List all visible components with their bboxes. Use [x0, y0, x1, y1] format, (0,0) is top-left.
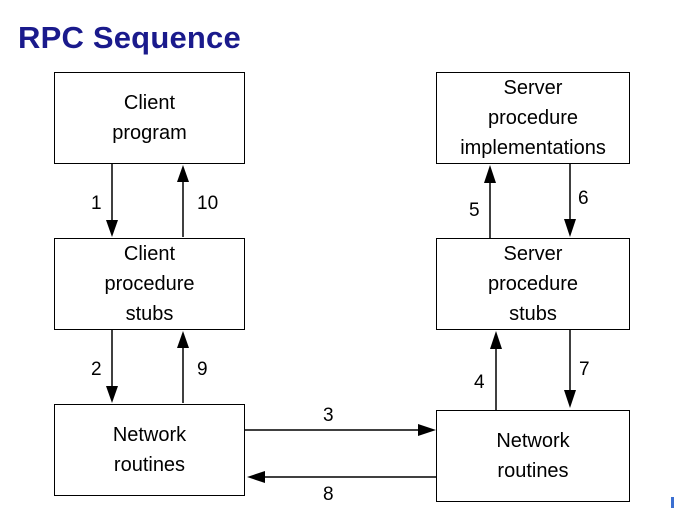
- server-stubs-box: Server procedure stubs: [436, 238, 630, 330]
- arrowhead-7: [564, 390, 576, 408]
- box-line: stubs: [509, 303, 557, 325]
- arrowhead-5: [484, 165, 496, 183]
- box-line: Network: [112, 424, 187, 446]
- client-program-box: Client program: [54, 72, 245, 164]
- box-line: Server: [503, 77, 563, 99]
- step-7: 7: [579, 359, 590, 380]
- arrowhead-9: [177, 331, 189, 348]
- box-line: Server: [503, 243, 563, 265]
- step-5: 5: [469, 200, 480, 221]
- server-impl-box: Server procedure implementations: [436, 72, 630, 164]
- step-4: 4: [474, 372, 485, 393]
- slide-corner-marker: [671, 497, 674, 508]
- arrowhead-8: [247, 471, 265, 483]
- client-network-box: Network routines: [54, 404, 245, 496]
- step-10: 10: [197, 193, 219, 214]
- step-6: 6: [578, 188, 589, 209]
- arrowhead-6: [564, 219, 576, 237]
- box-line: procedure: [104, 273, 195, 295]
- arrowhead-3: [418, 424, 436, 436]
- server-network-box: Network routines: [436, 410, 630, 502]
- arrowhead-4: [490, 331, 502, 349]
- step-2: 2: [91, 359, 102, 380]
- arrowhead-10: [177, 165, 189, 182]
- box-line: implementations: [460, 137, 606, 159]
- box-line: routines: [497, 460, 569, 482]
- page-title: RPC Sequence: [18, 20, 241, 55]
- box-line: routines: [113, 454, 186, 476]
- arrowhead-2: [106, 386, 118, 403]
- box-line: stubs: [125, 303, 174, 325]
- box-line: procedure: [487, 107, 579, 129]
- step-3: 3: [323, 405, 334, 426]
- box-line: Network: [496, 430, 570, 452]
- box-line: Client: [123, 92, 176, 114]
- arrowhead-1: [106, 220, 118, 237]
- box-line: Client: [123, 243, 176, 265]
- step-1: 1: [91, 193, 102, 214]
- box-line: procedure: [487, 273, 579, 295]
- box-line: program: [112, 122, 187, 144]
- client-stubs-box: Client procedure stubs: [54, 238, 245, 330]
- step-9: 9: [197, 359, 208, 380]
- step-8: 8: [323, 484, 334, 505]
